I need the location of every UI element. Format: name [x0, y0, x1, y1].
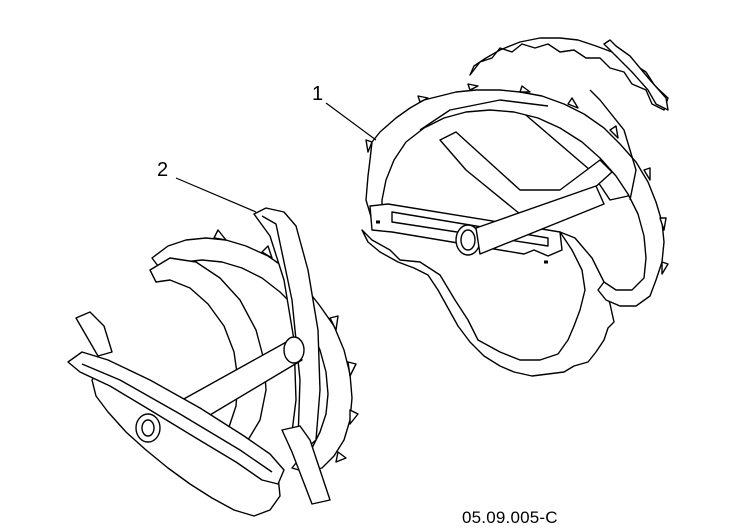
leader-line-1	[325, 102, 377, 141]
part-1-shaft	[475, 185, 605, 255]
part-2-upper-blade	[253, 207, 321, 453]
auger-part-1	[361, 37, 669, 377]
part-2-hub	[135, 413, 161, 443]
part-1-rear-flight-tip	[603, 39, 669, 111]
reference-code: 05.09.005-C	[462, 508, 558, 527]
part-1-serrations	[365, 83, 669, 275]
part-2-shaft-end	[283, 336, 305, 364]
callout-label-1: 1	[312, 83, 324, 105]
part-2-paddle-blade	[67, 351, 285, 485]
part-2-lower-blade	[281, 425, 331, 505]
part-1-inner-ring	[419, 89, 637, 201]
auger-part-2	[67, 207, 359, 517]
part-1-front-flight	[361, 229, 615, 377]
part-1-spoke-blade	[439, 131, 613, 215]
leader-line-2	[175, 177, 257, 213]
callout-label-2: 2	[157, 159, 169, 181]
